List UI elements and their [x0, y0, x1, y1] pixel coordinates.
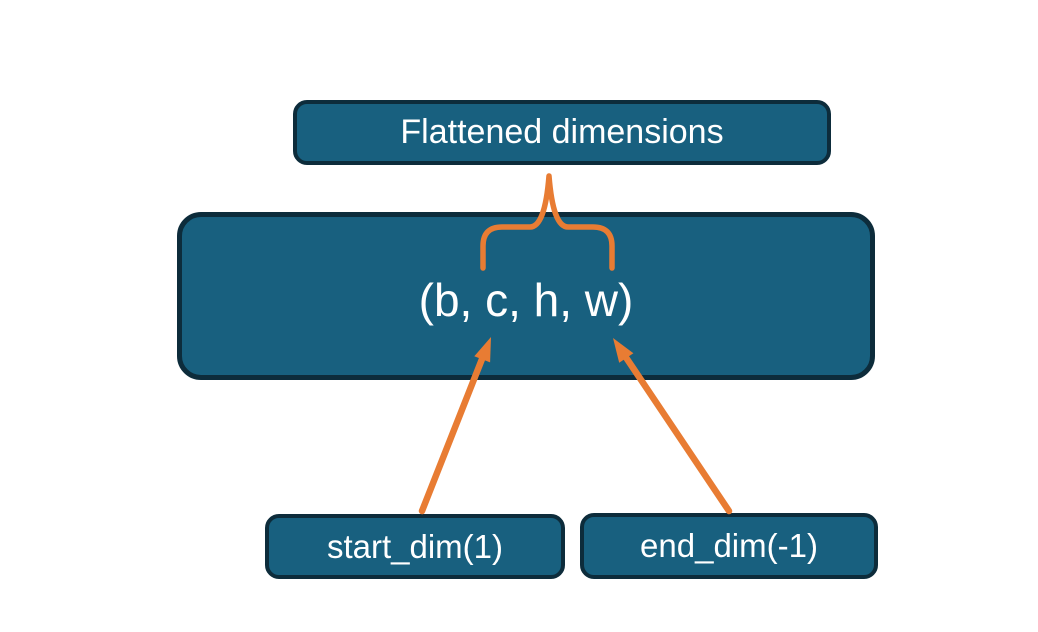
flattened-dimensions-box: Flattened dimensions [293, 100, 831, 165]
start-dim-box: start_dim(1) [265, 514, 565, 579]
tensor-shape-box: (b, c, h, w) [177, 212, 875, 380]
start-dim-label: start_dim(1) [326, 527, 504, 565]
flattened-dimensions-label: Flattened dimensions [400, 113, 724, 151]
end-dim-label: end_dim(-1) [640, 527, 818, 564]
end-dim-box: end_dim(-1) [580, 513, 878, 579]
tensor-shape-label: (b, c, h, w) [418, 274, 634, 326]
